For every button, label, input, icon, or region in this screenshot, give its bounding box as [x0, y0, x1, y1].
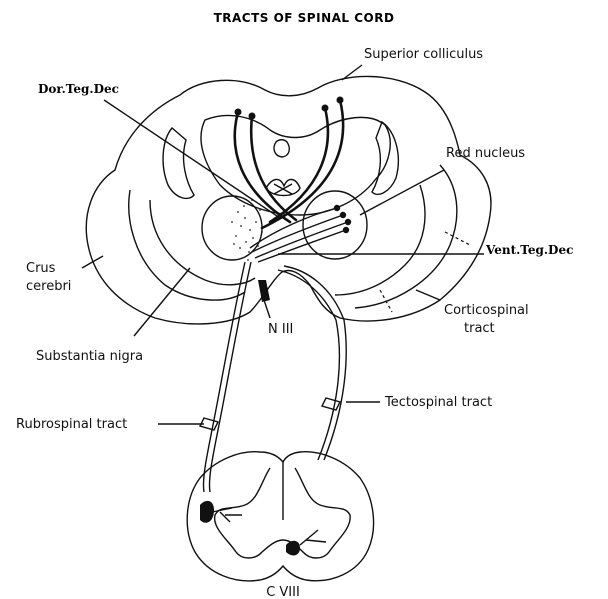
label-vent-teg-dec: Vent.Teg.Dec	[485, 243, 573, 257]
label-rubrospinal-tract: Rubrospinal tract	[16, 417, 127, 432]
corticospinal-leader	[416, 290, 440, 300]
label-red-nucleus: Red nucleus	[446, 146, 525, 161]
label-dor-teg-dec: Dor.Teg.Dec	[38, 82, 119, 96]
label-tectospinal-tract: Tectospinal tract	[384, 395, 492, 410]
tectospinal-tract-line-a	[278, 270, 339, 460]
left-crus-outline	[129, 190, 245, 300]
label-substantia-nigra: Substantia nigra	[36, 349, 143, 364]
right-lateral-lemniscus	[372, 122, 398, 194]
oculomotor-nerve-mark	[258, 280, 270, 302]
label-c-viii: C VIII	[266, 585, 300, 599]
dashed-boundary-2	[380, 290, 392, 312]
tectospinal-termination	[286, 541, 300, 556]
label-n-iii: N III	[268, 322, 293, 337]
n-iii-leader	[264, 300, 270, 318]
crus-cerebri-leader	[82, 256, 103, 268]
dashed-boundary-1	[445, 232, 470, 245]
midbrain-outline	[86, 76, 491, 323]
left-substantia-nigra	[150, 200, 255, 285]
right-red-nucleus	[303, 191, 367, 259]
left-red-nucleus	[202, 196, 262, 260]
rubrospinal-tract-line-a	[203, 262, 245, 492]
label-corticospinal-tract: tract	[464, 321, 495, 336]
substantia-nigra-leader	[134, 268, 190, 336]
label-corticospinal: Corticospinal	[444, 303, 529, 318]
tectospinal-endings	[300, 530, 326, 545]
tectospinal-fibres	[235, 97, 344, 229]
rubrospinal-termination	[200, 501, 214, 523]
left-lateral-lemniscus	[163, 128, 194, 198]
tectospinal-tract-marker	[322, 398, 340, 410]
diagram-title: TRACTS OF SPINAL CORD	[214, 11, 395, 25]
label-cerebri: cerebri	[26, 279, 71, 294]
dorsal-decussation-crossing	[266, 179, 300, 195]
rubrospinal-endings	[212, 508, 242, 522]
tegmentum-contour	[201, 115, 390, 215]
rubrospinal-tract-line-b	[209, 262, 251, 492]
label-superior-colliculus: Superior colliculus	[364, 47, 483, 62]
label-crus: Crus	[26, 261, 56, 276]
cerebral-aqueduct	[274, 140, 289, 157]
